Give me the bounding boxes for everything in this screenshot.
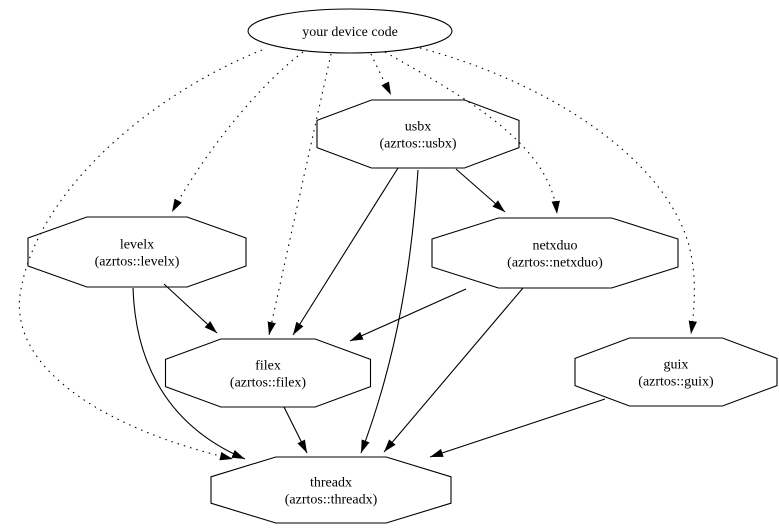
levelx-octagon-shape xyxy=(27,216,247,288)
usbx-label-line-1: usbx xyxy=(405,120,431,135)
netxduo-label-line-1: netxduo xyxy=(532,239,577,254)
guix-octagon-shape xyxy=(574,337,778,407)
edge-usbx-to-threadx xyxy=(360,169,419,454)
nodes-layer: your device codeusbx(azrtos::usbx)levelx… xyxy=(27,8,778,524)
edge-your-device-code-to-usbx xyxy=(370,53,392,96)
edge-netxduo-to-filex xyxy=(349,288,467,342)
usbx-octagon-shape xyxy=(316,99,520,169)
levelx-label-line-1: levelx xyxy=(120,238,154,253)
threadx-label-line-1: threadx xyxy=(310,476,352,491)
edge-levelx-to-threadx xyxy=(132,287,246,460)
edge-netxduo-to-threadx xyxy=(383,287,524,453)
node-levelx: levelx(azrtos::levelx) xyxy=(27,216,247,288)
filex-label-line-2: (azrtos::filex) xyxy=(230,376,307,391)
filex-label-line-1: filex xyxy=(255,359,281,374)
edge-usbx-to-netxduo xyxy=(455,168,506,213)
node-netxduo: netxduo(azrtos::netxduo) xyxy=(431,217,679,289)
your-device-code-label-line-1: your device code xyxy=(302,25,398,40)
guix-label-line-2: (azrtos::guix) xyxy=(638,375,714,390)
edge-guix-to-threadx xyxy=(429,398,606,458)
edge-your-device-code-to-netxduo xyxy=(384,51,560,215)
edge-your-device-code-to-filex xyxy=(267,53,332,336)
edge-usbx-to-filex xyxy=(292,167,399,336)
guix-label-line-1: guix xyxy=(664,358,689,373)
node-filex: filex(azrtos::filex) xyxy=(164,338,372,408)
levelx-label-line-2: (azrtos::levelx) xyxy=(95,255,180,270)
node-guix: guix(azrtos::guix) xyxy=(574,337,778,407)
netxduo-label-line-2: (azrtos::netxduo) xyxy=(507,256,603,271)
edge-your-device-code-to-levelx xyxy=(171,51,304,213)
edge-levelx-to-filex xyxy=(163,283,218,334)
threadx-label-line-2: (azrtos::threadx) xyxy=(285,493,378,508)
node-your-device-code: your device code xyxy=(247,8,453,54)
threadx-octagon-shape xyxy=(210,456,452,524)
filex-octagon-shape xyxy=(164,338,372,408)
node-usbx: usbx(azrtos::usbx) xyxy=(316,99,520,169)
node-threadx: threadx(azrtos::threadx) xyxy=(210,456,452,524)
usbx-label-line-2: (azrtos::usbx) xyxy=(380,137,457,152)
edges-layer xyxy=(18,47,697,461)
edge-filex-to-threadx xyxy=(283,406,308,454)
netxduo-octagon-shape xyxy=(431,217,679,289)
edge-your-device-code-to-threadx xyxy=(18,49,263,461)
your-device-code-ellipse-shape xyxy=(247,8,453,54)
